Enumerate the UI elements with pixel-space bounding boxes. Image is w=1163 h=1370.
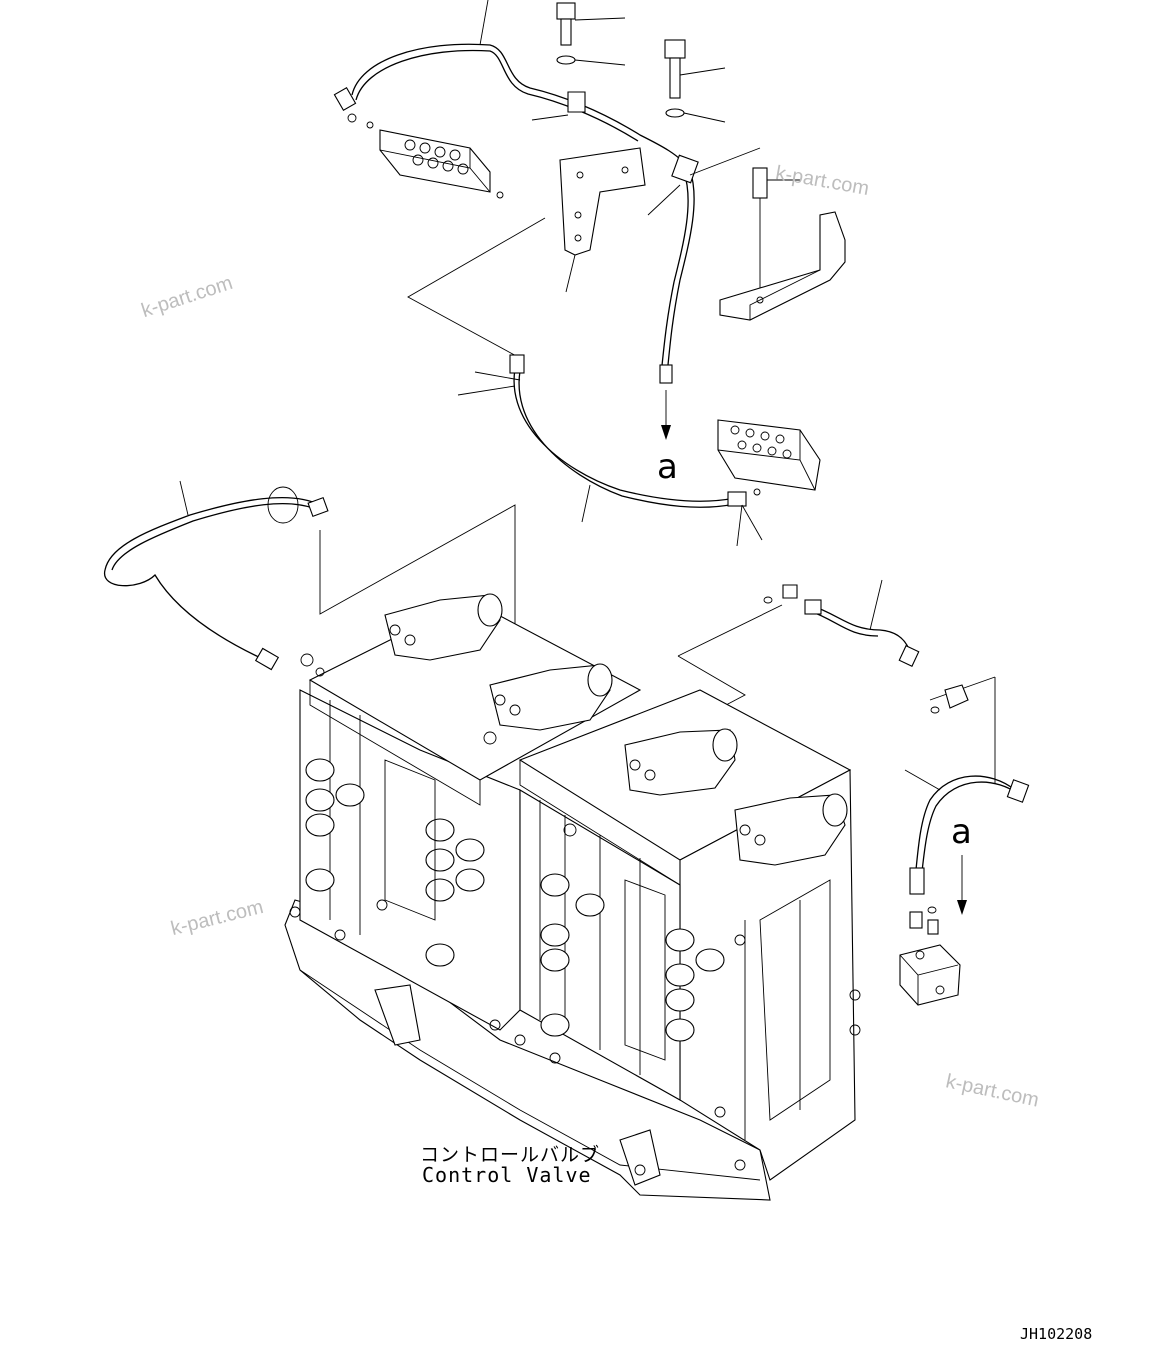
right-drop-hose bbox=[904, 769, 1030, 915]
drop-hose bbox=[647, 154, 699, 440]
callout-a-upper: a bbox=[657, 447, 678, 487]
control-valve-assembly bbox=[284, 593, 861, 1201]
adapter-block bbox=[899, 906, 961, 1006]
caption-japanese: コントロールバルブ bbox=[420, 1144, 601, 1166]
pin-bracket bbox=[719, 167, 846, 321]
frame-bolts bbox=[289, 653, 861, 1176]
right-valve-block bbox=[717, 419, 821, 496]
bolt-set bbox=[556, 2, 726, 123]
left-hose bbox=[104, 480, 329, 671]
drawing-id: JH102208 bbox=[1020, 1325, 1093, 1343]
right-hose bbox=[763, 579, 969, 714]
pilot-valves bbox=[384, 593, 848, 866]
callout-a-lower: a bbox=[951, 812, 972, 852]
middle-hose bbox=[457, 354, 763, 547]
mounting-bracket bbox=[531, 91, 646, 293]
caption-english: Control Valve bbox=[422, 1163, 592, 1187]
upper-valve-block bbox=[366, 121, 504, 199]
spool-stack-middle bbox=[540, 873, 725, 1042]
spool-stack-left bbox=[305, 758, 485, 967]
